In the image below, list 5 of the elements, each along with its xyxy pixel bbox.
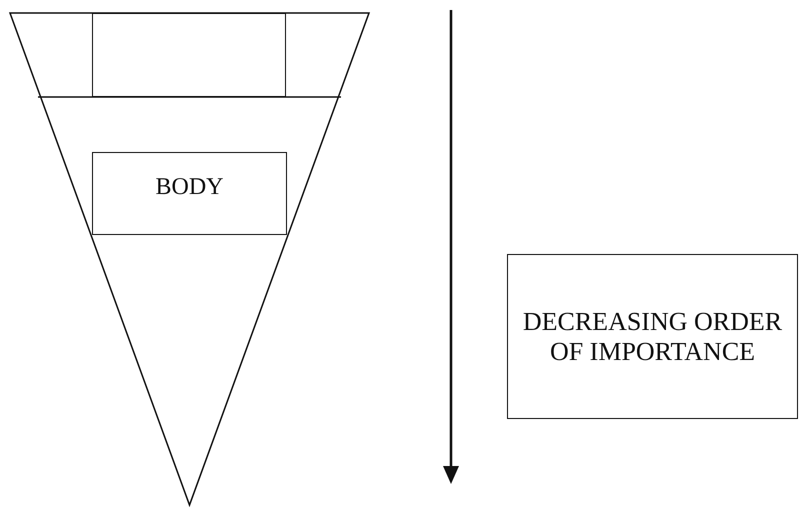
box-label: BODY <box>155 174 224 202</box>
empty-box <box>92 13 286 97</box>
text-box <box>92 152 287 235</box>
box-label: DECREASING ORDER OF IMPORTANCE <box>522 306 784 366</box>
text-box <box>507 254 798 419</box>
